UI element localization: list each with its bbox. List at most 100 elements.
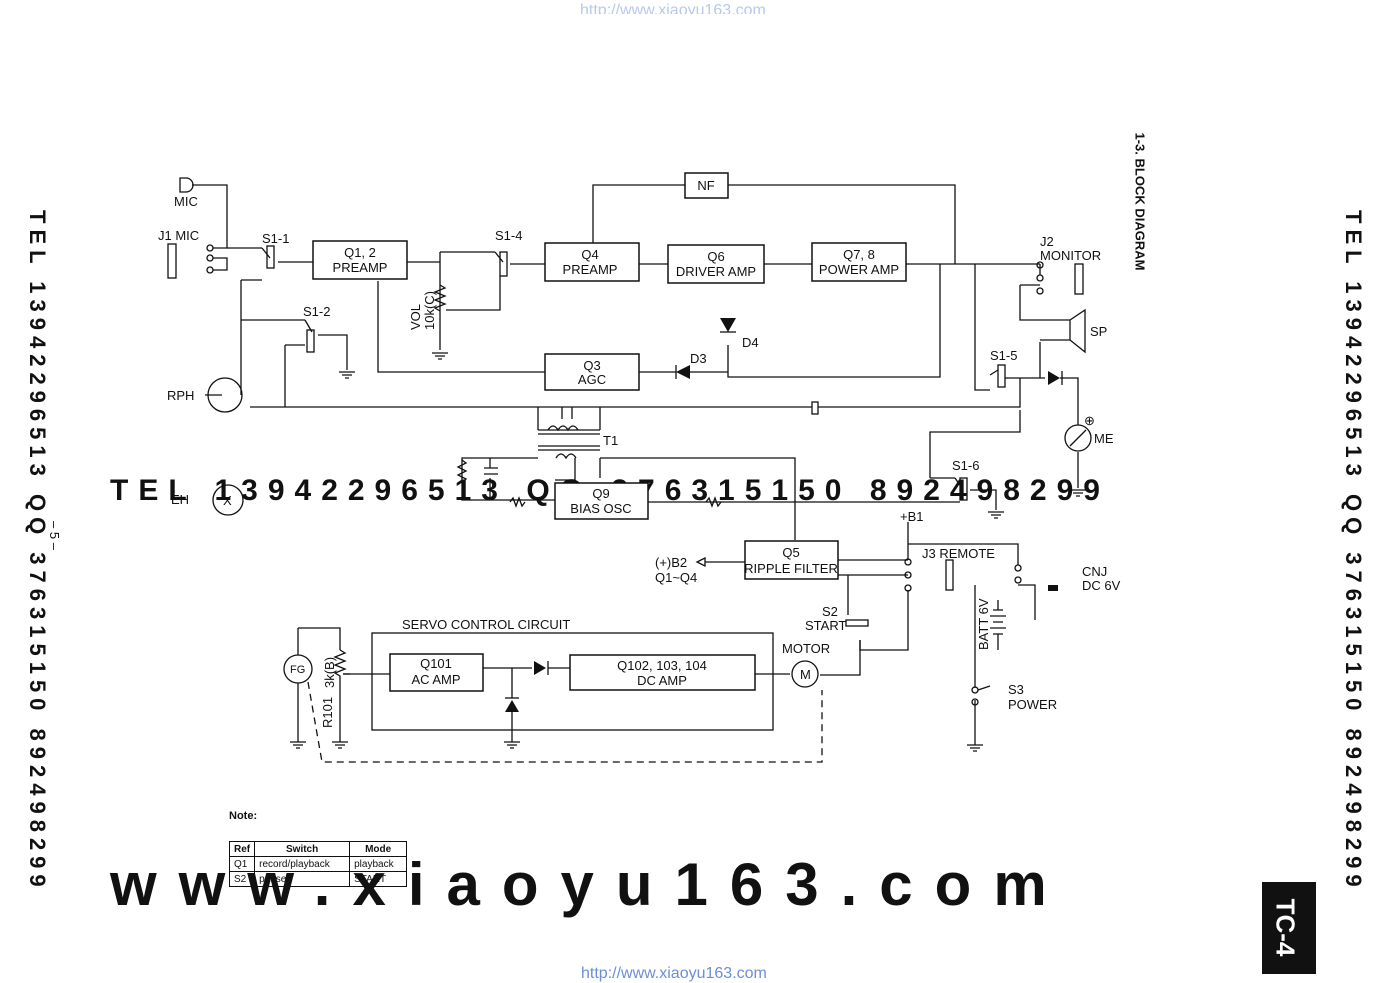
diode-servo-shunt-icon <box>505 700 519 712</box>
eh-label: EH <box>171 492 189 507</box>
d4-label: D4 <box>742 335 759 350</box>
transformer-t1-icon <box>538 407 600 460</box>
block-q78-name: Q7, 8 <box>843 247 875 262</box>
table-header-row: Ref Switch Mode <box>228 841 408 857</box>
resistor-icon <box>509 496 526 508</box>
block-q9-name: Q9 <box>592 486 609 501</box>
dc6v-label: DC 6V <box>1082 578 1121 593</box>
block-q3-label: AGC <box>578 372 606 387</box>
d3-label: D3 <box>690 351 707 366</box>
page-number: – 5 – <box>46 521 62 550</box>
cnj-label: CNJ <box>1082 564 1107 579</box>
table-header: Ref <box>228 841 256 857</box>
block-q12-preamp: Q1, 2 PREAMP <box>312 240 408 280</box>
sp-label: SP <box>1090 324 1107 339</box>
table-header: Switch <box>254 841 351 857</box>
servo-label: SERVO CONTROL CIRCUIT <box>402 617 570 632</box>
j2-jack-icon <box>1074 263 1084 295</box>
resistor-icon <box>705 496 722 508</box>
s1-4-label: S1-4 <box>495 228 522 243</box>
vol-label: VOL <box>408 304 423 330</box>
block-q101-name: Q101 <box>420 656 452 671</box>
block-q4-label: PREAMP <box>563 262 618 277</box>
q1-q4-label: Q1~Q4 <box>655 570 697 585</box>
table-row: Q1 record/playback playback <box>228 856 408 872</box>
wires <box>192 184 1079 763</box>
j3-jack-icon <box>945 559 954 591</box>
diode-me-icon <box>1048 371 1060 385</box>
block-q101-ac-amp: Q101 AC AMP <box>389 653 484 692</box>
switch-s1-4-icon <box>494 251 508 277</box>
s1-6-label: S1-6 <box>952 458 979 473</box>
servo-control-box <box>371 632 774 731</box>
table-header: Mode <box>349 841 408 857</box>
me-plus: ⊕ <box>1084 413 1095 428</box>
table-cell: Q1 <box>228 856 256 872</box>
rph-label: RPH <box>167 388 194 403</box>
s3-label: S3 <box>1008 682 1024 697</box>
block-q12-label: PREAMP <box>333 260 388 275</box>
capacitor-icon <box>811 401 819 415</box>
table-cell: START <box>349 871 408 887</box>
note-table: Ref Switch Mode Q1 record/playback playb… <box>228 841 408 887</box>
switch-s1-2-icon <box>304 319 315 353</box>
note-label: Note: <box>229 810 258 822</box>
block-q6-driver-amp: Q6 DRIVER AMP <box>667 244 765 284</box>
block-nf: NF <box>684 172 729 199</box>
model-tab-label: TC-4 <box>1270 898 1301 957</box>
battery-icon <box>990 600 1006 650</box>
block-q9-label: BIAS OSC <box>570 501 631 516</box>
block-q102-label: DC AMP <box>637 673 687 688</box>
diode-d4-icon <box>720 318 736 332</box>
j1-jack-icon <box>167 243 177 279</box>
power-label: POWER <box>1008 697 1057 712</box>
ground-symbols <box>290 352 1086 752</box>
s2-label: S2 <box>822 604 838 619</box>
j1-label: J1 MIC <box>158 228 199 243</box>
speaker-icon <box>1040 308 1086 354</box>
block-q5-name: Q5 <box>782 545 799 560</box>
watermark-left: TEL 13942296513 QQ 376315150 892498299 <box>25 210 50 893</box>
motor-icon <box>791 660 819 688</box>
block-q78-power-amp: Q7, 8 POWER AMP <box>811 242 907 282</box>
block-q4-name: Q4 <box>581 247 598 262</box>
table-row: S2 pause START <box>228 871 408 887</box>
eh-head-icon <box>212 484 244 516</box>
block-q5-ripple-filter: Q5 RIPPLE FILTER <box>744 540 839 580</box>
table-cell: playback <box>349 856 408 872</box>
mic-icon <box>179 177 194 193</box>
r101-pot-icon <box>333 649 347 698</box>
table-cell: S2 <box>228 871 256 887</box>
meter-icon <box>1064 424 1092 452</box>
fg-label: FG <box>290 664 305 676</box>
start-switch-icon <box>845 619 869 627</box>
block-q3-agc: Q3 AGC <box>544 353 640 391</box>
b2-label: (+)B2 <box>655 555 687 570</box>
table-cell: pause <box>254 871 351 887</box>
url-footer[interactable]: http://www.xiaoyu163.com <box>581 965 767 982</box>
block-q9-bias-osc: Q9 BIAS OSC <box>554 482 649 520</box>
t1-label: T1 <box>603 433 618 448</box>
table-cell: record/playback <box>254 856 351 872</box>
switch-s1-1-icon <box>261 245 275 269</box>
block-q12-name: Q1, 2 <box>344 245 376 260</box>
url-header[interactable]: http://www.xiaoyu163.com <box>580 2 766 14</box>
fg-icon <box>283 654 313 684</box>
resistor-icon <box>456 459 468 483</box>
block-q5-label: RIPPLE FILTER <box>744 561 838 576</box>
s1-2-label: S1-2 <box>303 304 330 319</box>
power-switch-icon <box>977 685 991 691</box>
block-q6-name: Q6 <box>707 249 724 264</box>
diode-d3-icon <box>676 365 690 379</box>
block-q6-label: DRIVER AMP <box>676 264 756 279</box>
vol-value: 10k(C) <box>422 291 437 330</box>
mic-label: MIC <box>174 194 198 209</box>
section-title: 1-3. BLOCK DIAGRAM <box>1132 132 1148 271</box>
vol-pot-icon <box>433 284 447 312</box>
me-label: ME <box>1094 431 1114 446</box>
block-nf-label: NF <box>697 178 714 193</box>
j3-label: J3 REMOTE <box>922 546 995 561</box>
switch-s1-6-icon <box>954 477 968 501</box>
motor-label: MOTOR <box>782 641 830 656</box>
block-q3-name: Q3 <box>583 358 600 373</box>
